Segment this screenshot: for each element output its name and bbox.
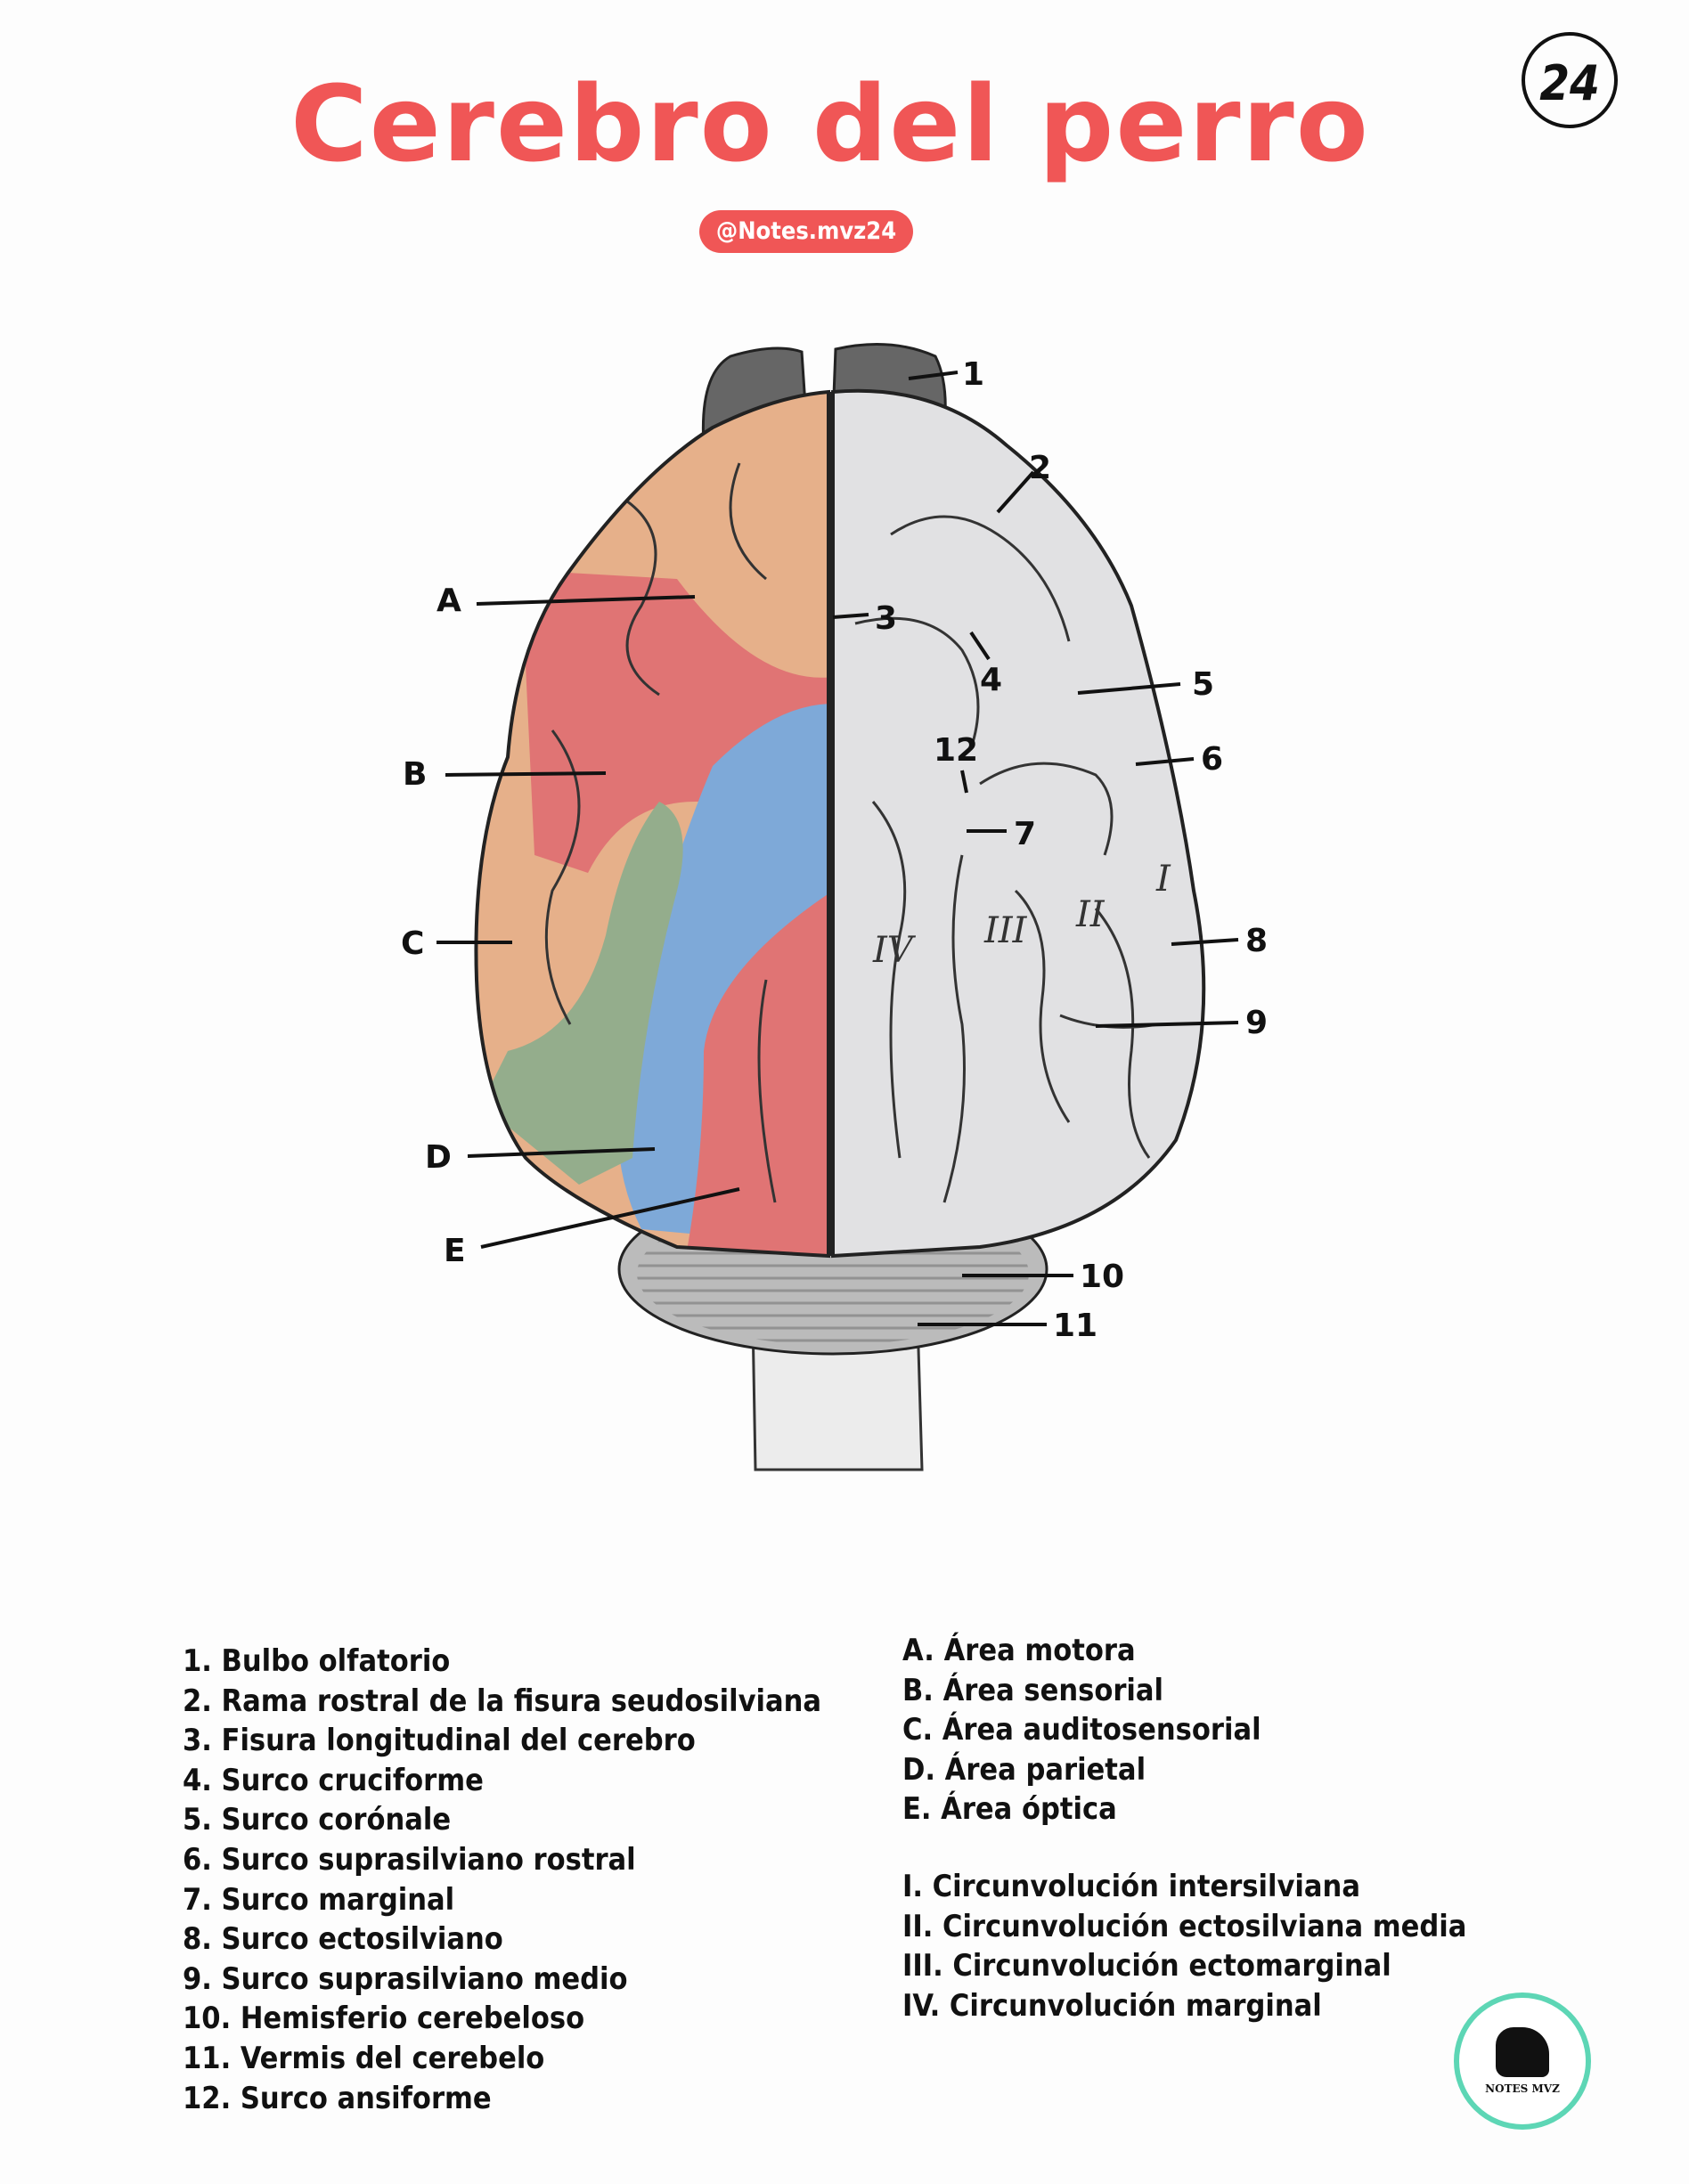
label-gyrus-i: I bbox=[1155, 859, 1171, 900]
legend-item: 10. Hemisferio cerebeloso bbox=[183, 2001, 585, 2037]
legend-numbered: 1. Bulbo olfatorio 2. Rama rostral de la… bbox=[183, 1642, 821, 2118]
legend-areas: A. Área motora B. Área sensorial C. Área… bbox=[902, 1631, 1261, 1830]
label-7: 7 bbox=[1014, 816, 1036, 852]
page-title: Cerebro del perro bbox=[290, 62, 1370, 185]
area-d-green bbox=[481, 802, 683, 1185]
label-3: 3 bbox=[875, 600, 897, 637]
label-e: E bbox=[444, 1233, 466, 1269]
legend-item: A. Área motora bbox=[902, 1633, 1136, 1668]
right-hemisphere bbox=[831, 388, 1206, 1259]
legend-item: 1. Bulbo olfatorio bbox=[183, 1643, 451, 1679]
legend-item: I. Circunvolución intersilviana bbox=[902, 1869, 1360, 1904]
legend-item: 2. Rama rostral de la fisura seudosilvia… bbox=[183, 1683, 822, 1719]
legend-item: E. Área óptica bbox=[902, 1791, 1117, 1828]
logo-text: NOTES MVZ bbox=[1485, 2082, 1560, 2095]
legend-item: 5. Surco corónale bbox=[183, 1802, 452, 1838]
label-6: 6 bbox=[1201, 741, 1223, 778]
page-number: 24 bbox=[1522, 32, 1618, 128]
legend-item: IV. Circunvolución marginal bbox=[902, 1987, 1322, 2024]
label-11: 11 bbox=[1053, 1308, 1097, 1344]
legend-item: II. Circunvolución ectosilviana media bbox=[902, 1908, 1467, 1944]
label-gyrus-ii: II bbox=[1075, 894, 1106, 935]
label-5: 5 bbox=[1192, 666, 1214, 703]
label-10: 10 bbox=[1080, 1259, 1124, 1295]
label-gyrus-iv: IV bbox=[872, 930, 917, 971]
legend-item: 6. Surco suprasilviano rostral bbox=[183, 1841, 636, 1878]
legend-item: 12. Surco ansiforme bbox=[183, 2080, 492, 2116]
leader-lines bbox=[437, 371, 1239, 1326]
label-2: 2 bbox=[1029, 450, 1051, 486]
notes-mvz-logo: NOTES MVZ bbox=[1454, 1992, 1591, 2130]
label-a: A bbox=[437, 583, 461, 619]
label-c: C bbox=[401, 925, 424, 962]
label-8: 8 bbox=[1245, 923, 1268, 959]
label-1: 1 bbox=[962, 356, 984, 393]
label-12: 12 bbox=[934, 732, 978, 769]
legend-gyri: I. Circunvolución intersilviana II. Circ… bbox=[902, 1867, 1466, 2025]
area-b-sensory bbox=[521, 570, 828, 873]
legend-item: 3. Fisura longitudinal del cerebro bbox=[183, 1723, 696, 1759]
label-9: 9 bbox=[1245, 1005, 1268, 1041]
legend-item: III. Circunvolución ectomarginal bbox=[902, 1948, 1391, 1984]
label-b: B bbox=[403, 756, 427, 793]
legend-item: 9. Surco suprasilviano medio bbox=[183, 1960, 628, 1997]
label-4: 4 bbox=[980, 662, 1002, 698]
legend-item: 8. Surco ectosilviano bbox=[183, 1921, 503, 1958]
author-handle-badge: @Notes.mvz24 bbox=[699, 210, 913, 253]
logo-silhouette-icon bbox=[1496, 2027, 1549, 2077]
label-d: D bbox=[425, 1139, 452, 1176]
legend-item: B. Área sensorial bbox=[902, 1672, 1164, 1708]
legend-item: D. Área parietal bbox=[902, 1751, 1146, 1788]
legend-item: 4. Surco cruciforme bbox=[183, 1762, 484, 1798]
label-gyrus-iii: III bbox=[983, 910, 1028, 951]
legend-item: C. Área auditosensorial bbox=[902, 1712, 1261, 1748]
legend-item: 11. Vermis del cerebelo bbox=[183, 2040, 545, 2076]
legend-item: 7. Surco marginal bbox=[183, 1881, 455, 1918]
